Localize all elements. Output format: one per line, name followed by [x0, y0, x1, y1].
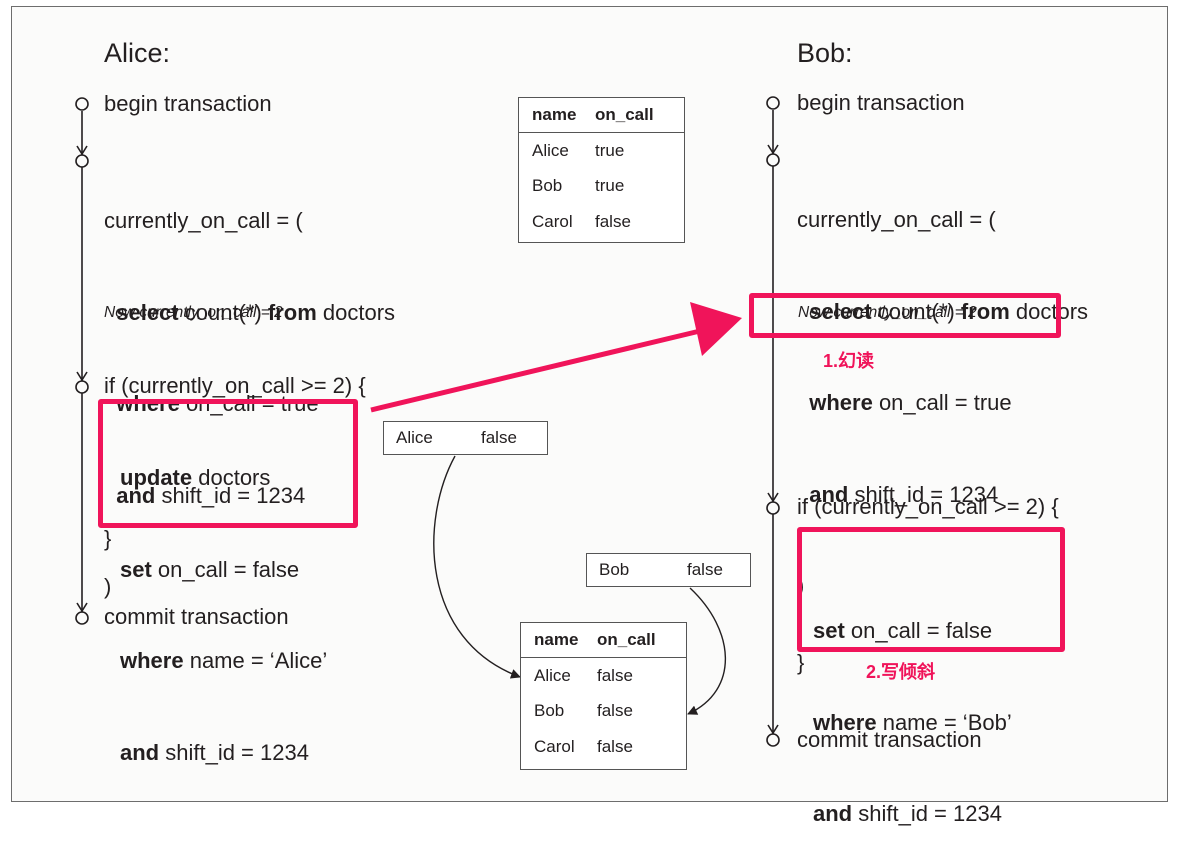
alice-commit: commit transaction — [104, 604, 289, 629]
bob-note: Now currently_on_call = 2 — [798, 304, 977, 321]
bob-update-line: set on_call = false — [813, 618, 993, 643]
bob-timeline — [766, 96, 780, 747]
bob-update-highlight — [797, 527, 1065, 652]
alice-begin: begin transaction — [104, 91, 272, 116]
alice-if-line: if (currently_on_call >= 2) { — [104, 373, 366, 398]
alice-update-block: update doctors set on_call = false where… — [120, 402, 327, 799]
bob-commit: commit transaction — [797, 727, 982, 752]
table-header: name on_call — [519, 98, 684, 133]
alice-update-line: where name = ‘Alice’ — [120, 648, 328, 673]
alice-note: Now currently_on_call = 2 — [104, 304, 283, 321]
bob-note-highlight — [749, 293, 1061, 338]
alice-select-line: currently_on_call = ( — [104, 208, 303, 233]
bob-if-line: if (currently_on_call >= 2) { — [797, 494, 1059, 519]
bob-title: Bob: — [797, 38, 853, 68]
phantom-read-arrow — [370, 302, 742, 413]
bob-begin: begin transaction — [797, 90, 965, 115]
alice-chip-curve — [433, 455, 521, 679]
alice-select-line: ) — [104, 574, 112, 599]
alice-select-line: select count(*) from doctors — [116, 299, 396, 325]
bob-chip-curve — [687, 587, 727, 715]
alice-update-line: and shift_id = 1234 — [120, 739, 309, 765]
bob-update-line: where name = ‘Bob’ — [813, 709, 1012, 735]
alice-select-line: and shift_id = 1234 — [116, 482, 306, 508]
alice-close-brace: } — [104, 526, 112, 551]
bob-select-line: and shift_id = 1234 — [809, 481, 999, 507]
timeline-graphics — [75, 96, 780, 747]
write-skew-label: 2.写倾斜 — [866, 662, 936, 682]
bob-select-line: select count(*) from doctors — [809, 298, 1089, 324]
phantom-read-label: 1.幻读 — [823, 351, 875, 371]
bob-close-brace: } — [797, 650, 805, 675]
bob-select-line: currently_on_call = ( — [797, 207, 996, 232]
bob-write-chip: Bob false — [586, 553, 751, 587]
alice-timeline — [75, 97, 89, 625]
table-header: name on_call — [521, 623, 686, 658]
alice-title: Alice: — [104, 38, 171, 68]
bob-update-line: and shift_id = 1234 — [813, 801, 1002, 826]
bob-select-block: currently_on_call = ( select count(*) fr… — [797, 144, 1088, 632]
bob-select-line: where on_call = true — [809, 390, 1012, 415]
alice-write-chip: Alice false — [383, 421, 548, 455]
alice-update-line: set on_call = false — [120, 556, 300, 582]
alice-update-highlight — [98, 399, 358, 528]
alice-update-line: update doctors — [120, 465, 271, 490]
